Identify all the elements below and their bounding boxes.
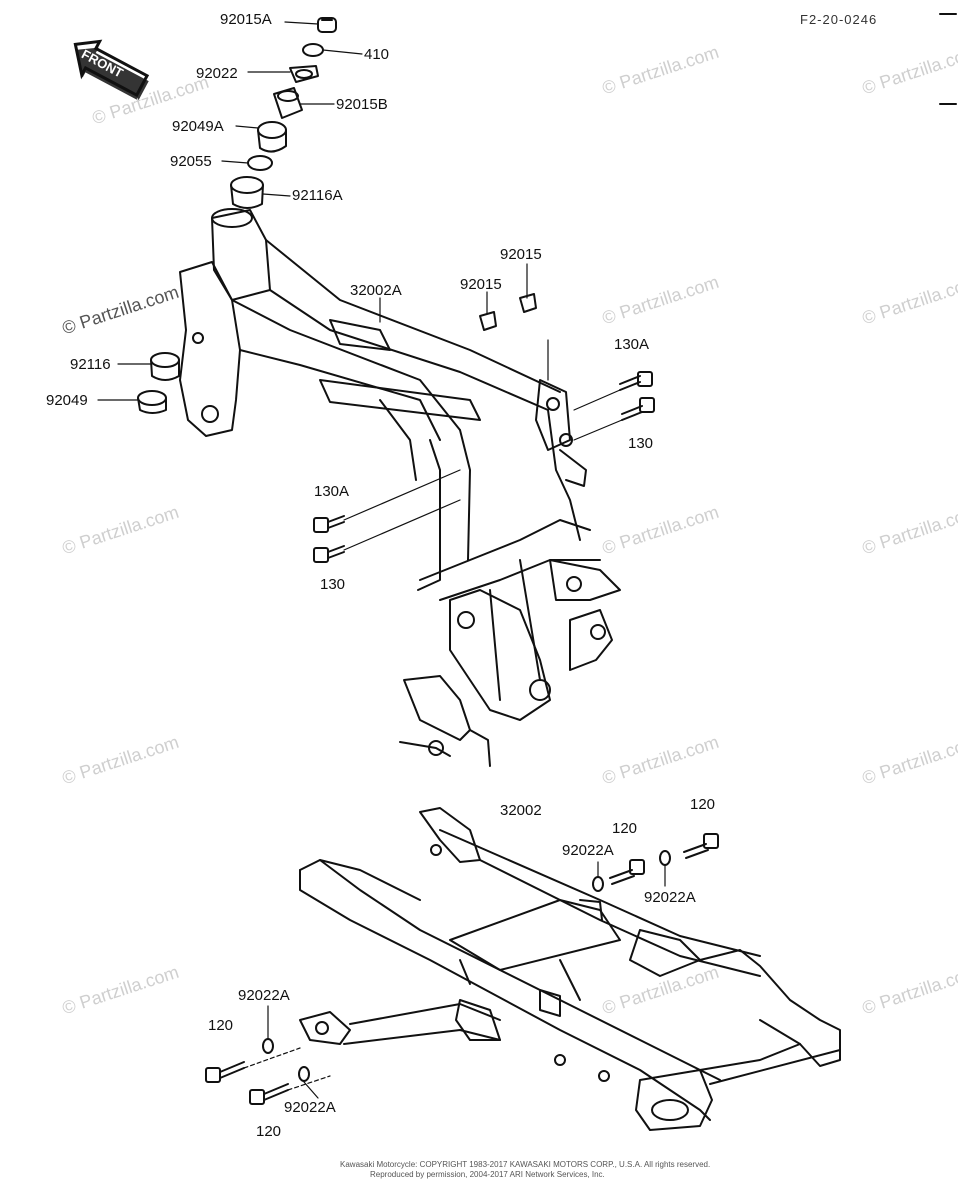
diagram-ref-code: F2-20-0246 [800, 12, 878, 27]
stem-nut-92015b [273, 87, 303, 119]
washer-410 [302, 43, 324, 57]
part-label[interactable]: 410 [364, 46, 390, 63]
bolt-120-upper-right [683, 833, 719, 859]
copyright-line-2: Reproduced by permission, 2004-2017 ARI … [370, 1170, 605, 1179]
part-label[interactable]: 120 [690, 796, 716, 813]
front-indicator: FRONT [66, 38, 146, 98]
part-label[interactable]: 130A [314, 483, 350, 500]
part-label[interactable]: 92022A [562, 842, 614, 859]
part-label[interactable]: 32002 [500, 802, 542, 819]
washer-92022a-l1 [262, 1038, 274, 1054]
part-label[interactable]: 92022A [284, 1099, 336, 1116]
upper-frame-drawing [137, 17, 655, 767]
part-label[interactable]: 92022A [238, 987, 290, 1004]
lock-washer-92022 [289, 65, 319, 83]
bolt-130a-lower [313, 515, 345, 533]
part-label[interactable]: 92116A [292, 187, 343, 204]
front-arrow-icon [73, 39, 150, 101]
part-label[interactable]: 92022A [644, 889, 696, 906]
part-label[interactable]: 120 [612, 820, 638, 837]
leader-lines-upper [97, 21, 623, 551]
part-label[interactable]: 92055 [170, 153, 212, 170]
part-label[interactable]: 92049 [46, 392, 88, 409]
nut-92015-a [479, 311, 497, 331]
cup-92116a [230, 176, 264, 209]
part-label[interactable]: 130 [628, 435, 654, 452]
washer-92022a-l2 [298, 1066, 310, 1082]
part-label[interactable]: 120 [208, 1017, 234, 1034]
bolt-130-lower [313, 545, 345, 563]
bolt-120-lower-left-1 [205, 1061, 245, 1083]
part-label[interactable]: 92022 [196, 65, 238, 82]
part-label[interactable]: 32002A [350, 282, 402, 299]
bolt-120-mid-right [609, 859, 645, 885]
bolt-130a-upper [619, 371, 653, 391]
part-label[interactable]: 92015A [220, 11, 272, 28]
part-label[interactable]: 130A [614, 336, 650, 353]
part-label[interactable]: 92015 [500, 246, 542, 263]
washer-92022a-r1 [592, 876, 604, 892]
part-label[interactable]: 92049A [172, 118, 224, 135]
nut-92015-b [519, 293, 537, 313]
part-label[interactable]: 92015B [336, 96, 388, 113]
copyright-line-1: Kawasaki Motorcycle: COPYRIGHT 1983-2017… [340, 1160, 711, 1169]
lower-frame-drawing [205, 807, 841, 1131]
part-label[interactable]: 120 [256, 1123, 282, 1140]
steering-stem-nut [317, 17, 337, 33]
bearing-92049 [137, 390, 167, 414]
bolt-130-upper [621, 397, 655, 421]
bolt-120-lower-left-2 [249, 1083, 289, 1105]
part-label[interactable]: 130 [320, 576, 346, 593]
bearing-92049a [257, 121, 287, 153]
part-label[interactable]: 92116 [70, 356, 111, 373]
front-label: FRONT [79, 46, 126, 81]
part-label[interactable]: 92015 [460, 276, 502, 293]
cup-92116 [150, 352, 180, 381]
leader-lines-lower [243, 861, 666, 1099]
seal-92055 [247, 155, 273, 171]
washer-92022a-r2 [659, 850, 671, 866]
